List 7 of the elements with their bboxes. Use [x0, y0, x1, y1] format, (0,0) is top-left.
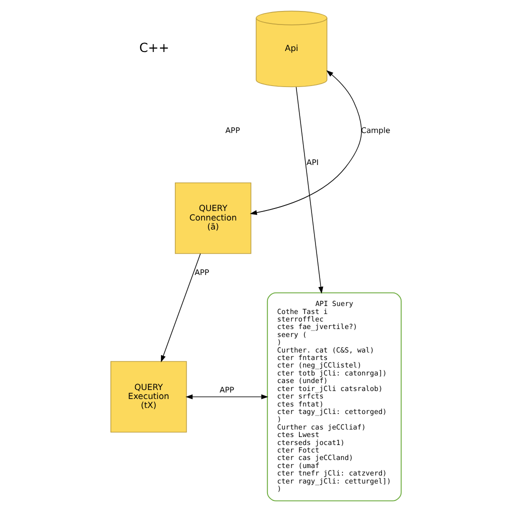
- arrow: [186, 394, 268, 400]
- arrow: [296, 86, 324, 294]
- arrow: [250, 70, 362, 215]
- node-box: QUERY Connection (ā): [174, 182, 252, 254]
- label: C++: [139, 40, 170, 56]
- arrow: [160, 253, 201, 362]
- node-box: QUERY Execution (tX): [110, 361, 187, 433]
